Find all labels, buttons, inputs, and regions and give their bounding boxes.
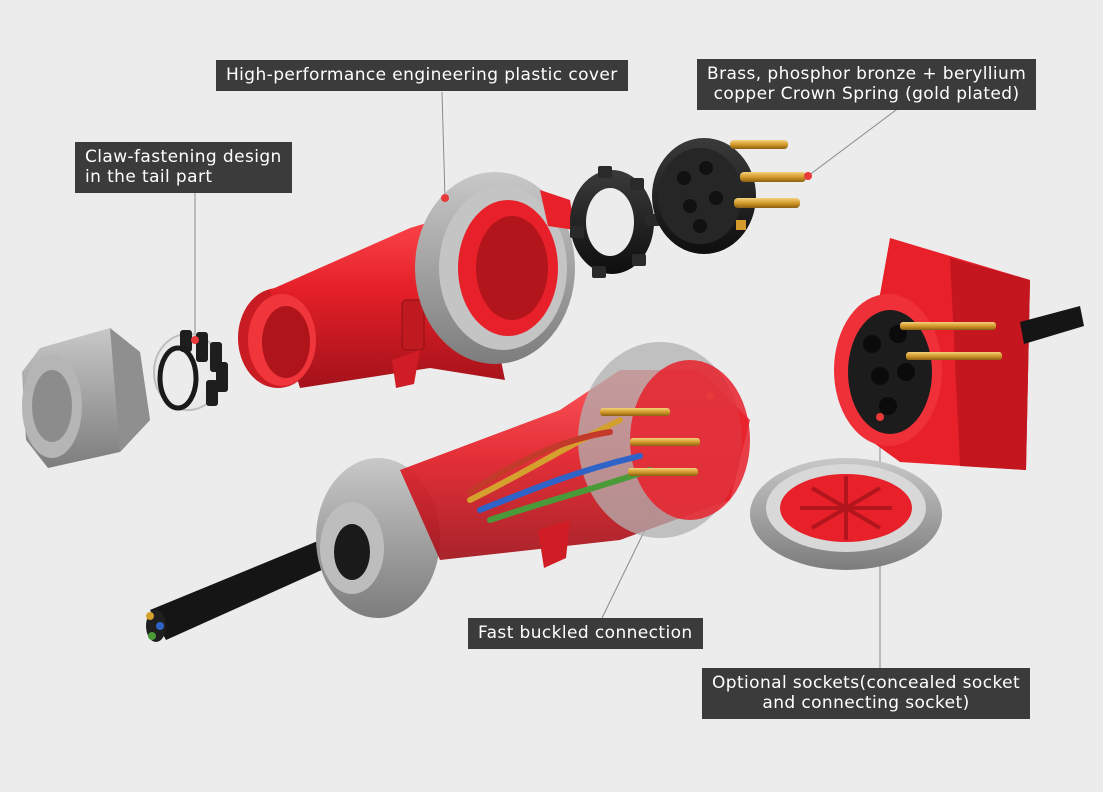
claw-ring [153, 330, 228, 411]
callout-spring-line-1: Brass, phosphor bronze + beryllium [707, 64, 1027, 84]
gland-nut [22, 328, 150, 468]
callout-sockets-line-1: Optional sockets(concealed socket [712, 673, 1021, 693]
callout-buckle: Fast buckled connection [468, 618, 703, 649]
coupling-ring [415, 172, 575, 364]
callout-claw-line-1: Claw-fastening design [85, 147, 282, 167]
marker-spring [804, 172, 812, 180]
leader-cover [441, 91, 446, 199]
gold-pins [730, 140, 806, 230]
callout-spring-line-2: copper Crown Spring (gold plated) [713, 84, 1020, 104]
pin-insert [652, 138, 806, 254]
leader-spring [807, 106, 901, 177]
marker-buckle [706, 392, 714, 400]
callout-sockets: Optional sockets(concealed socket and co… [702, 668, 1031, 719]
socket-lid [750, 458, 942, 570]
callout-cover: High-performance engineering plastic cov… [216, 60, 628, 91]
marker-sockets [876, 413, 884, 421]
callout-cover-text: High-performance engineering plastic cov… [226, 65, 618, 85]
crown-ring [570, 166, 660, 278]
marker-cover [441, 194, 449, 202]
callout-claw-line-2: in the tail part [85, 167, 213, 187]
callout-buckle-text: Fast buckled connection [478, 623, 693, 643]
internal-wires [467, 417, 653, 523]
callout-spring: Brass, phosphor bronze + beryllium coppe… [697, 59, 1037, 110]
callout-sockets-line-2: and connecting socket) [762, 693, 970, 713]
marker-dots [191, 172, 884, 421]
marker-claw [191, 336, 199, 344]
callout-claw: Claw-fastening design in the tail part [75, 142, 292, 193]
assembled-plug [146, 342, 750, 642]
panel-socket [834, 238, 1084, 470]
